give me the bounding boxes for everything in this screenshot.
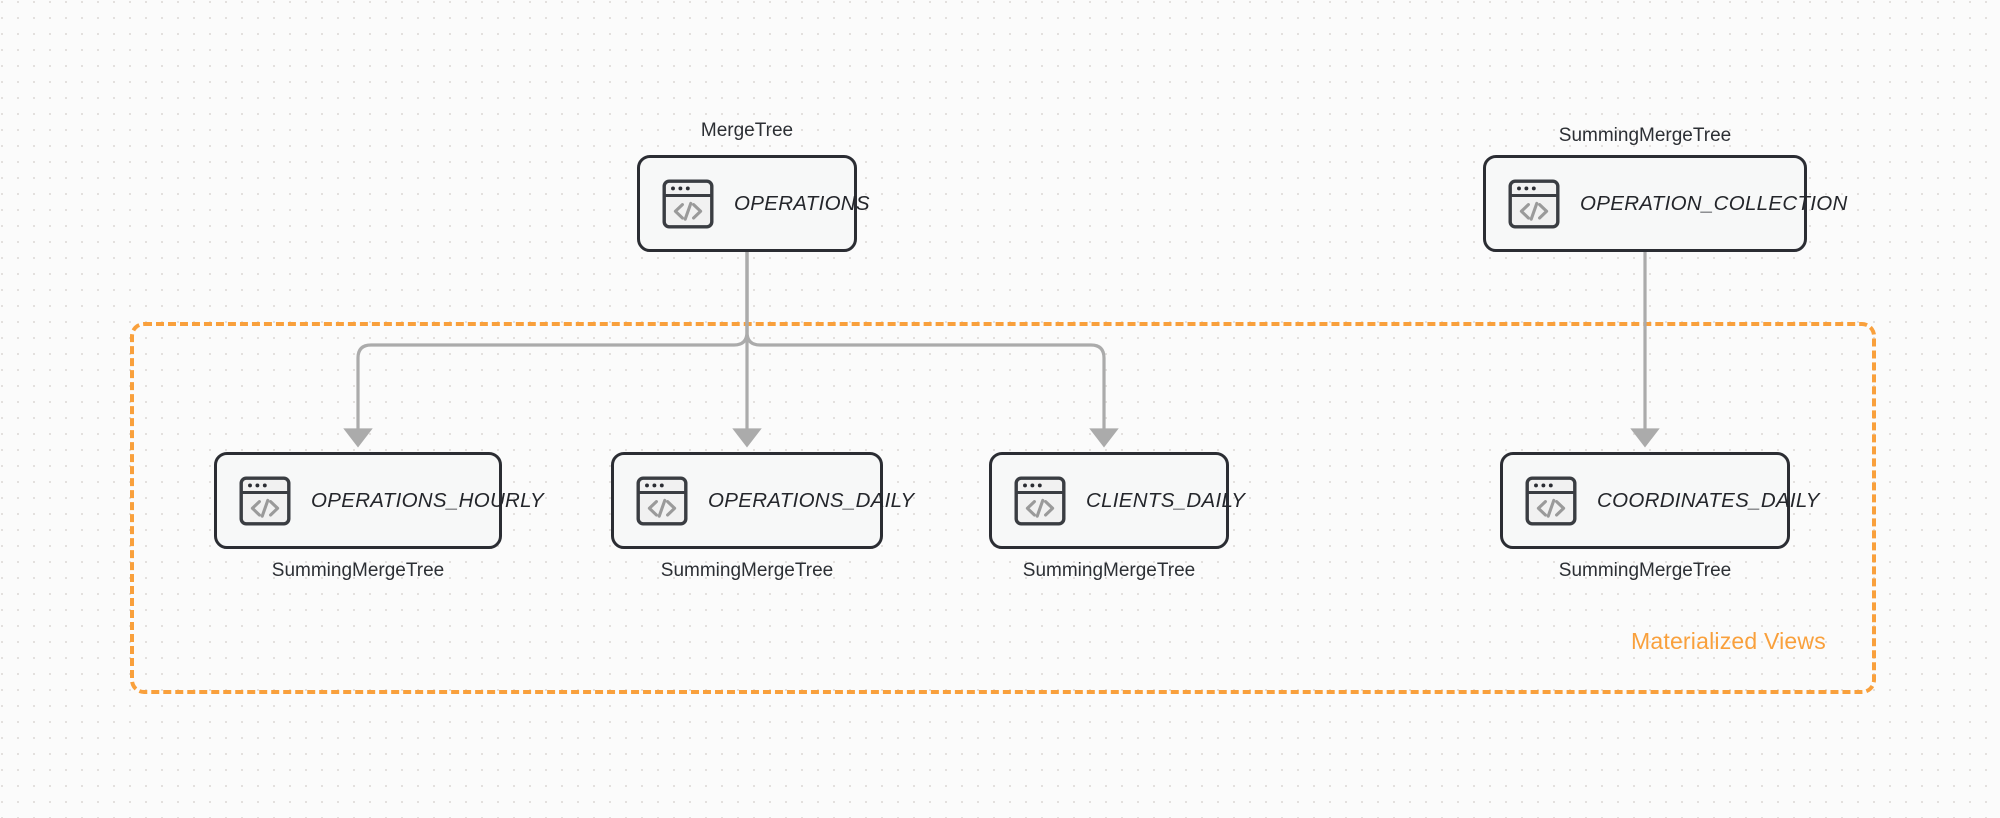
code-window-icon — [1525, 476, 1577, 525]
engine-caption-clients-daily: SummingMergeTree — [1022, 560, 1196, 581]
engine-caption-operations-hourly: SummingMergeTree — [271, 560, 445, 581]
node-coordinates-daily[interactable]: COORDINATES_DAILY — [1500, 452, 1819, 549]
engine-caption-operations: MergeTree — [700, 120, 794, 141]
code-window-icon — [1014, 476, 1066, 525]
code-window-icon — [636, 476, 688, 525]
engine-caption-coordinates-daily: SummingMergeTree — [1558, 560, 1732, 581]
node-label-operations: OPERATIONS — [734, 191, 870, 215]
node-clients-daily[interactable]: CLIENTS_DAILY — [989, 452, 1245, 549]
edge-operations-to-operations-hourly — [343, 252, 749, 448]
engine-caption-operation-collection: SummingMergeTree — [1558, 125, 1732, 146]
engine-caption-operations-daily: SummingMergeTree — [660, 560, 834, 581]
node-operations-daily[interactable]: OPERATIONS_DAILY — [611, 452, 914, 549]
code-window-icon — [1508, 179, 1560, 228]
node-label-operations-daily: OPERATIONS_DAILY — [708, 488, 915, 512]
node-label-operations-hourly: OPERATIONS_HOURLY — [311, 488, 544, 512]
code-window-icon — [239, 476, 291, 525]
code-window-icon — [662, 179, 714, 228]
node-label-operation-collection: OPERATION_COLLECTION — [1580, 191, 1848, 215]
edge-operations-to-clients-daily — [745, 252, 1119, 448]
node-label-coordinates-daily: COORDINATES_DAILY — [1597, 488, 1820, 512]
node-operation-collection[interactable]: OPERATION_COLLECTION — [1483, 155, 1847, 252]
node-operations[interactable]: OPERATIONS — [637, 155, 870, 252]
node-label-clients-daily: CLIENTS_DAILY — [1086, 488, 1246, 512]
node-operations-hourly[interactable]: OPERATIONS_HOURLY — [214, 452, 544, 549]
materialized-views-label: Materialized Views — [1631, 628, 1826, 654]
